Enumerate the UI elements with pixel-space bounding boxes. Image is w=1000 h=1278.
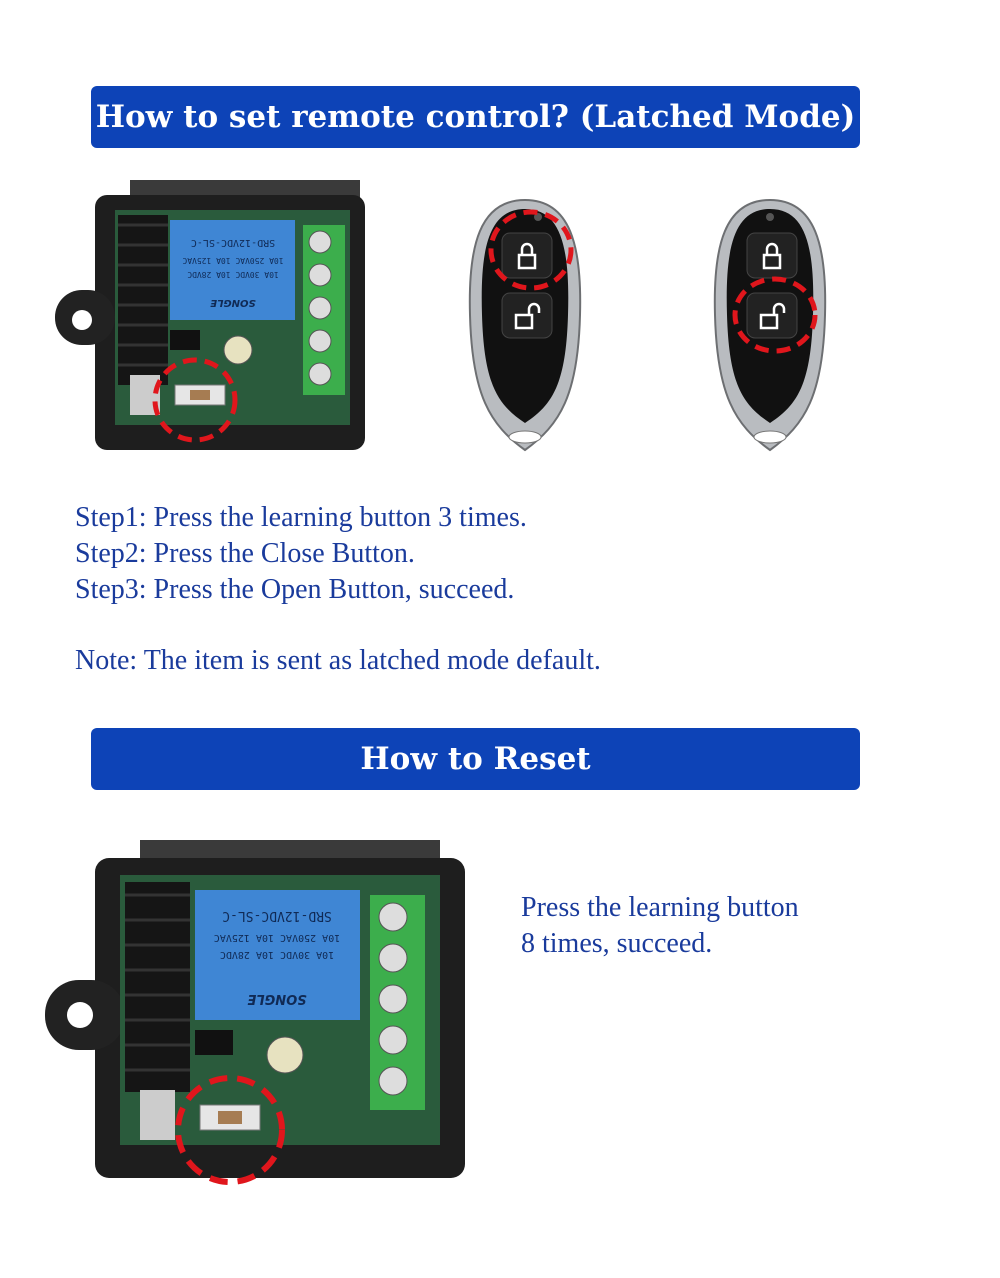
remote-control <box>468 198 582 452</box>
highlight-circle <box>175 1075 285 1185</box>
relay-rating-text: 10A 30VDC 10A 28VDC <box>220 949 334 960</box>
receiver-module-image: SRD-12VDC-SL-C 10A 250VAC 10A 125VAC 10A… <box>55 180 365 450</box>
relay-rating-text: 10A 250VAC 10A 125VAC <box>214 932 340 943</box>
section-title-reset: How to Reset <box>91 728 860 790</box>
unlock-icon <box>514 302 541 330</box>
setup-steps: Step1: Press the learning button 3 times… <box>75 500 527 608</box>
remote-control <box>713 198 827 452</box>
section-title-latched-mode: How to set remote control? (Latched Mode… <box>91 86 860 148</box>
learning-button <box>174 384 226 406</box>
receiver-module: SRD-12VDC-SL-C 10A 250VAC 10A 125VAC 10A… <box>55 180 365 450</box>
remote-control-close-image <box>468 198 582 452</box>
relay-rating-text: 10A 30VDC 10A 28VDC <box>187 270 279 279</box>
relay-model-text: SRD-12VDC-SL-C <box>191 237 275 248</box>
highlight-circle <box>152 357 238 443</box>
remote-control-open-image <box>713 198 827 452</box>
reset-instruction-line-1: Press the learning button <box>521 892 799 923</box>
unlock-icon <box>759 302 786 330</box>
relay-rating-text: 10A 250VAC 10A 125VAC <box>182 256 283 265</box>
antenna-coil <box>125 882 190 1092</box>
terminal-block <box>303 225 345 395</box>
reset-instruction: Press the learning button 8 times, succe… <box>521 890 799 962</box>
relay: SRD-12VDC-SL-C 10A 250VAC 10A 125VAC 10A… <box>170 220 295 320</box>
relay-brand-text: SONGLE <box>247 991 306 1006</box>
receiver-module-reset-image: SRD-12VDC-SL-C 10A 250VAC 10A 125VAC 10A… <box>45 840 465 1185</box>
lock-icon <box>762 242 782 270</box>
relay-brand-text: SONGLE <box>210 297 256 308</box>
terminal-block <box>370 895 425 1110</box>
step-3-text: Step3: Press the Open Button, succeed. <box>75 574 515 605</box>
highlight-circle <box>732 276 818 354</box>
learning-button <box>199 1104 261 1131</box>
receiver-module: SRD-12VDC-SL-C 10A 250VAC 10A 125VAC 10A… <box>45 840 465 1185</box>
step-2-text: Step2: Press the Close Button. <box>75 538 415 569</box>
reset-instruction-line-2: 8 times, succeed. <box>521 928 713 959</box>
relay: SRD-12VDC-SL-C 10A 250VAC 10A 125VAC 10A… <box>195 890 360 1020</box>
lock-icon <box>517 242 537 270</box>
relay-model-text: SRD-12VDC-SL-C <box>222 908 332 923</box>
highlight-circle <box>488 209 574 291</box>
antenna-coil <box>118 215 168 385</box>
step-1-text: Step1: Press the learning button 3 times… <box>75 502 527 533</box>
note-text: Note: The item is sent as latched mode d… <box>75 645 601 676</box>
